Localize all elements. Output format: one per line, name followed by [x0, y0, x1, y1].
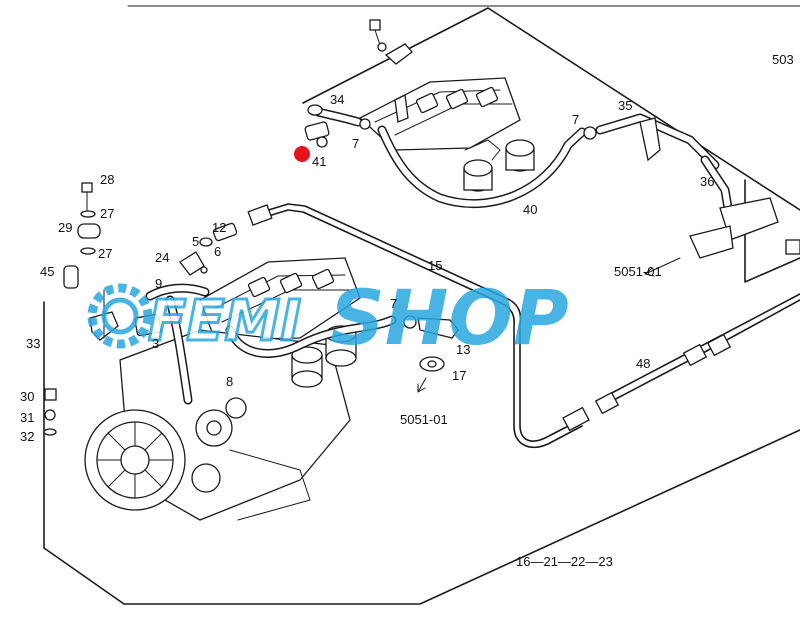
label-3: 3	[152, 336, 159, 351]
gear-icon	[87, 283, 153, 349]
watermark-suffix: SHOP	[330, 273, 569, 362]
label-7: 7	[352, 136, 359, 151]
label-7: 7	[572, 112, 579, 127]
label-24: 24	[155, 250, 169, 265]
label-5: 5	[192, 234, 199, 249]
label-31: 31	[20, 410, 34, 425]
label-27: 27	[98, 246, 112, 261]
label-33: 33	[26, 336, 40, 351]
label-35: 35	[618, 98, 632, 113]
label-8: 8	[226, 374, 233, 389]
label-9: 9	[155, 276, 162, 291]
label-ref-mid: 5051-01	[400, 412, 448, 427]
label-28: 28	[100, 172, 114, 187]
label-503: 503	[772, 52, 794, 67]
lower-engine	[84, 222, 397, 521]
label-30: 30	[20, 389, 34, 404]
label-34: 34	[330, 92, 344, 107]
label-27: 27	[100, 206, 114, 221]
mid-parts	[403, 315, 459, 393]
highlight-marker	[294, 146, 310, 162]
label-32: 32	[20, 429, 34, 444]
femishop-watermark-logo: FEMI SHOP	[87, 273, 569, 362]
label-17: 17	[452, 368, 466, 383]
label-45: 45	[40, 264, 54, 279]
upper-head-assembly	[304, 19, 779, 277]
label-13: 13	[456, 342, 470, 357]
callout-labels: 503 34 7 41 7 35 36 40 5051-01 28 27 29 …	[20, 52, 794, 569]
label-29: 29	[58, 220, 72, 235]
label-bottom-ref: 16—21—22—23	[516, 554, 613, 569]
label-40: 40	[523, 202, 537, 217]
fuel-lines	[247, 203, 800, 449]
label-48: 48	[636, 356, 650, 371]
label-12: 12	[212, 220, 226, 235]
label-36: 36	[700, 174, 714, 189]
label-15: 15	[428, 258, 442, 273]
label-ref-top: 5051-01	[614, 264, 662, 279]
label-41: 41	[312, 154, 326, 169]
label-6: 6	[214, 244, 221, 259]
label-7: 7	[390, 296, 397, 311]
watermark-prefix: FEMI	[148, 289, 301, 354]
